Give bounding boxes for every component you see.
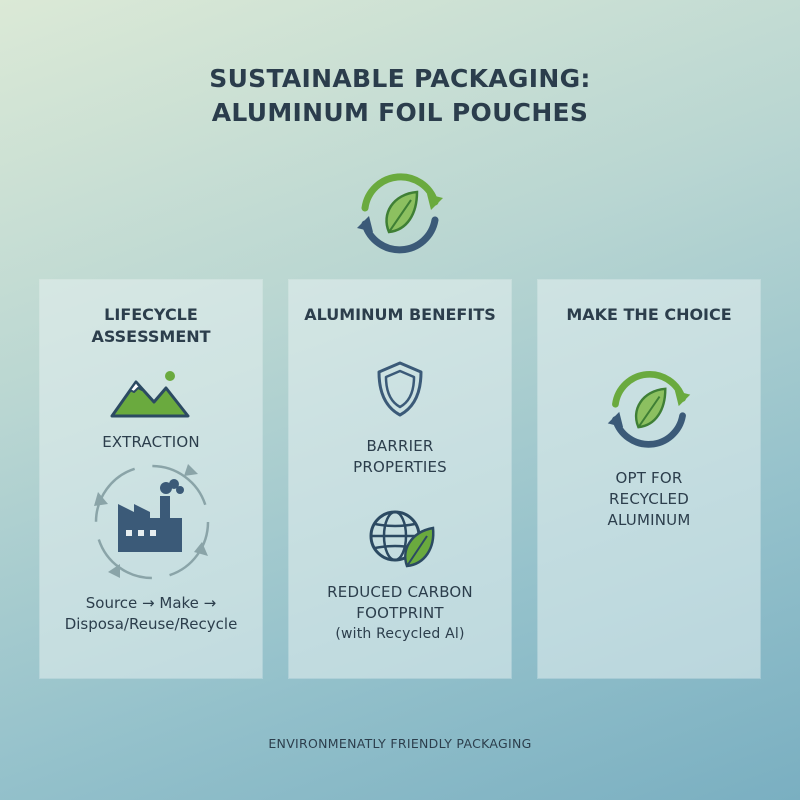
carbon-line-1: REDUCED CARBON [327,583,473,601]
choice-line-1: OPT FOR [615,469,683,487]
benefits-panel: ALUMINUM BENEFITS BARRIER PROPERTIES RED… [289,280,511,678]
choice-line-3: ALUMINUM [607,511,691,529]
lifecycle-title-line-2: ASSESSMENT [91,327,211,346]
globe-leaf-icon [367,506,437,570]
choice-panel-title: MAKE THE CHOICE [566,305,732,324]
benefits-panel-title: ALUMINUM BENEFITS [304,305,496,324]
barrier-line-1: BARRIER [366,437,434,455]
title-line-1: SUSTAINABLE PACKAGING: [209,64,591,93]
choice-panel: MAKE THE CHOICE OPT FOR RECYCLED ALUMINU… [538,280,760,678]
carbon-footprint-text: REDUCED CARBON FOOTPRINT (with Recycled … [289,582,511,645]
carbon-line-2: FOOTPRINT [356,604,444,622]
shield-icon [375,360,425,418]
factory-cycle-icon [90,460,214,584]
title-line-2: ALUMINUM FOIL POUCHES [211,98,589,127]
flow-line-1: Source → Make → [85,594,217,612]
flow-line-2: Disposa/Reuse/Recycle [64,615,238,633]
footer-caption: ENVIRONMENATLY FRIENDLY PACKAGING [268,736,532,751]
lifecycle-panel: LIFECYCLE ASSESSMENT EXTRACTION S [40,280,262,678]
carbon-line-3: (with Recycled Al) [335,626,465,642]
choice-text: OPT FOR RECYCLED ALUMINUM [538,468,760,531]
lifecycle-panel-title: LIFECYCLE ASSESSMENT [40,304,262,348]
page-title: SUSTAINABLE PACKAGING: ALUMINUM FOIL POU… [0,62,800,130]
mountain-icon [110,368,190,420]
barrier-properties-text: BARRIER PROPERTIES [289,436,511,478]
barrier-line-2: PROPERTIES [353,458,447,476]
recycle-leaf-icon [351,164,449,262]
lifecycle-title-line-1: LIFECYCLE [104,305,198,324]
lifecycle-flow-text: Source → Make → Disposa/Reuse/Recycle [40,593,262,635]
recycle-leaf-icon [602,362,696,456]
extraction-label: EXTRACTION [102,433,200,451]
choice-line-2: RECYCLED [609,490,689,508]
